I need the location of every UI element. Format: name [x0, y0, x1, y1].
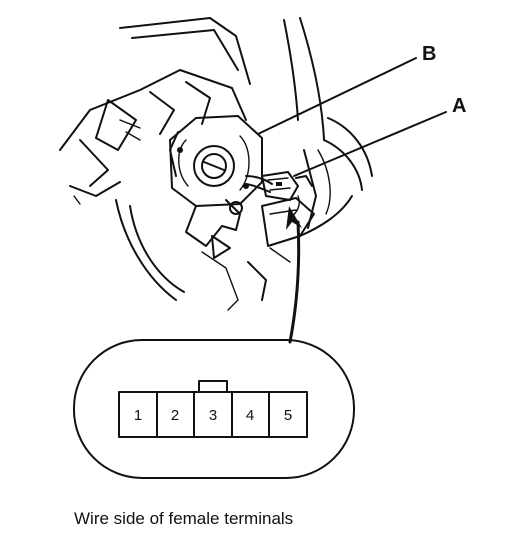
figure-caption: Wire side of female terminals — [74, 509, 294, 528]
terminal-5-label: 5 — [284, 407, 292, 424]
terminal-1-label: 1 — [134, 407, 142, 424]
callout-b-label: B — [422, 43, 436, 65]
connector-lock-tab — [198, 380, 228, 393]
callout-b: B — [257, 43, 436, 135]
callout-a-label: A — [452, 95, 466, 117]
view-arrow — [286, 206, 302, 344]
callout-a-leader — [293, 111, 447, 177]
connector-face-view: 1 2 3 4 5 — [73, 339, 355, 479]
terminal-4-label: 4 — [246, 407, 254, 424]
callout-a: A — [293, 95, 466, 177]
callout-b-leader — [257, 57, 417, 135]
terminal-3-label: 3 — [209, 407, 217, 424]
terminal-2-label: 2 — [171, 407, 179, 424]
connector-outline — [73, 339, 355, 479]
steering-column-illustration — [59, 17, 373, 311]
